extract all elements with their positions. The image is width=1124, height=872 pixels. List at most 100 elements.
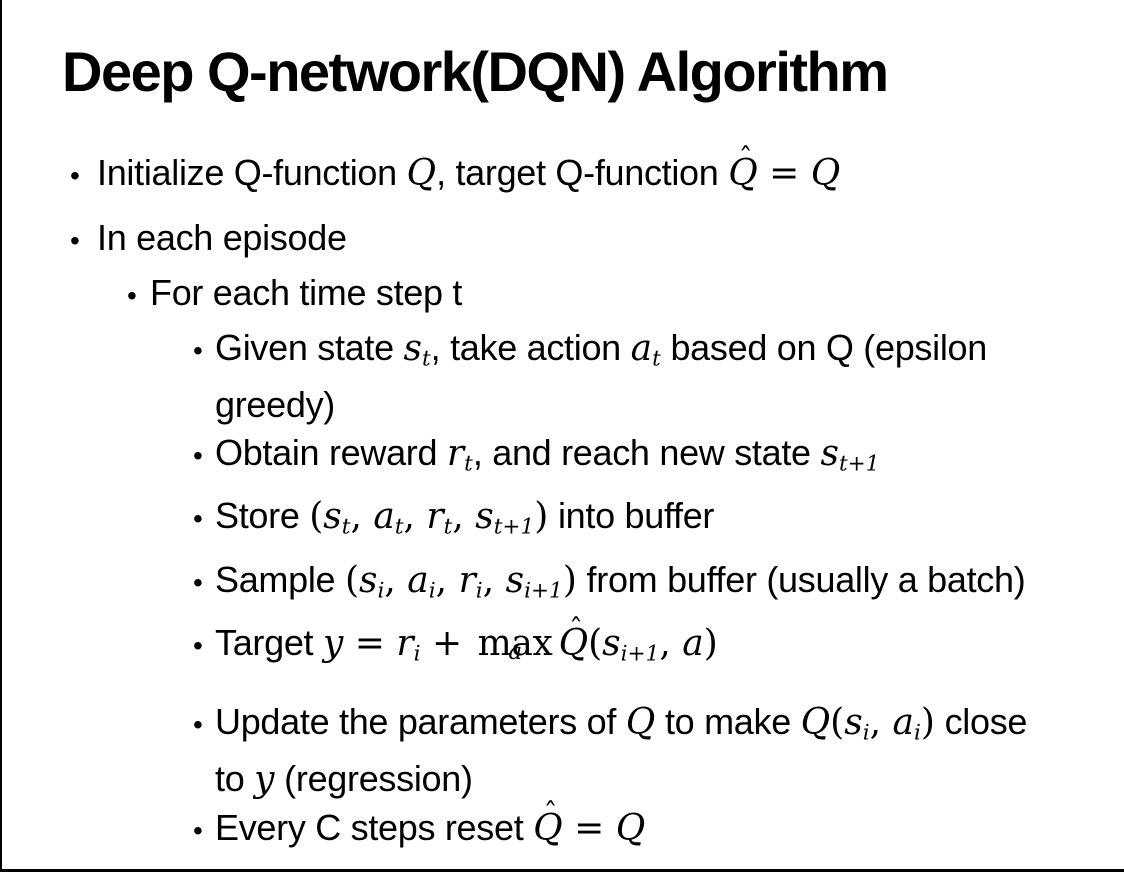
- bullet-row: to y (regression): [0, 758, 1120, 801]
- math-token: ,: [482, 559, 506, 601]
- text-run: to make: [655, 701, 801, 743]
- math-token: ,: [403, 496, 427, 538]
- bullet-row: •Store (st, at, rt, st+1) into buffer: [0, 495, 1120, 549]
- bullet-row: • In each episode: [0, 217, 1120, 262]
- math-token: a: [682, 623, 704, 665]
- math-token: Q: [800, 702, 831, 744]
- slide-left-border: [0, 0, 2, 872]
- text-run: Update the parameters of: [215, 701, 626, 743]
- math-token: t+1: [838, 451, 880, 477]
- text-run: from buffer (usually a batch): [576, 558, 1026, 600]
- math-token: t: [341, 514, 351, 540]
- text-run: Initialize Q-function: [97, 152, 407, 193]
- math-var: Q: [728, 153, 758, 194]
- text-run: Store: [215, 495, 310, 537]
- bullet-marker: •: [193, 335, 203, 366]
- bullet-row: • For each time step t: [0, 272, 1120, 317]
- math-token: a: [373, 496, 395, 538]
- math-token: ,: [350, 496, 374, 538]
- math-token: =: [562, 807, 616, 849]
- math-token: ,: [659, 623, 683, 665]
- math-token: =: [343, 623, 397, 665]
- math-token: s: [475, 496, 494, 538]
- math-token: y: [322, 623, 344, 665]
- math-token: (: [344, 559, 360, 601]
- bullet-marker: •: [193, 503, 203, 535]
- bullet-row: •Sample (si, ai, ri, si+1) from buffer (…: [0, 559, 1120, 613]
- math-token: s: [359, 559, 378, 601]
- math-var: Q: [533, 807, 563, 849]
- bullet-marker: •: [127, 280, 137, 311]
- math-token: ,: [452, 496, 476, 538]
- bullet-row: •Update the parameters of Q to make Q(si…: [0, 701, 1120, 755]
- math-token: t: [394, 514, 404, 540]
- math-token: r: [446, 432, 465, 474]
- math-token: ): [562, 559, 577, 601]
- hat-accent: ˆ: [569, 612, 583, 646]
- math-token: (: [588, 623, 603, 665]
- math-token: a: [630, 328, 653, 369]
- bullet-marker: •: [193, 709, 203, 741]
- bullet-marker: •: [70, 225, 80, 256]
- math-token: r: [396, 623, 414, 665]
- math-underscript: a: [508, 638, 522, 665]
- text-run: (regression): [274, 757, 473, 799]
- text-run: greedy): [215, 383, 335, 425]
- math-operator: max: [477, 623, 553, 665]
- math-token: =: [757, 153, 811, 194]
- math-token: ,: [869, 702, 893, 744]
- text-run: Target: [215, 622, 323, 664]
- bullet-marker: •: [70, 160, 80, 191]
- math-token: i+1: [524, 578, 563, 604]
- math-token: t: [464, 451, 473, 477]
- text-run: Given state: [215, 327, 404, 368]
- bullet-marker: •: [193, 630, 203, 662]
- math-token: s: [323, 496, 342, 538]
- math-token: t: [652, 346, 661, 372]
- math-token: Q: [406, 153, 437, 194]
- math-token: r: [458, 559, 476, 601]
- bullet-list: •Initialize Q-function Q, target Q-funct…: [0, 145, 1120, 862]
- math-token: s: [403, 328, 422, 369]
- math-token: y: [254, 758, 275, 800]
- math-token: s: [602, 623, 621, 665]
- math-token: i: [413, 642, 421, 668]
- math-token: Q: [615, 807, 646, 849]
- math-token: ): [920, 702, 935, 744]
- math-token: Q: [810, 153, 841, 194]
- math-token: s: [844, 702, 863, 744]
- math-token: ): [703, 623, 718, 665]
- math-token: i: [862, 720, 870, 746]
- hat-accent: ˆ: [543, 796, 558, 830]
- math-token: s: [820, 432, 839, 474]
- math-token: i+1: [620, 642, 660, 668]
- math-token: i: [913, 720, 921, 746]
- slide-bottom-border: [0, 869, 1124, 872]
- math-token: ,: [384, 559, 408, 601]
- math-token: i: [475, 578, 483, 604]
- math-token: i: [377, 578, 385, 604]
- text-run: For each time step t: [150, 272, 463, 313]
- text-run: into buffer: [548, 495, 715, 537]
- math-token: +: [420, 623, 474, 665]
- bullet-row: greedy): [0, 384, 1120, 426]
- math-token: a: [892, 702, 914, 744]
- math-token: s: [505, 559, 525, 601]
- text-run: based on Q (epsilon: [660, 327, 987, 368]
- math-token: ,: [435, 559, 459, 601]
- math-token: (: [830, 702, 845, 744]
- bullet-row: •Given state st, take action at based on…: [0, 327, 1120, 381]
- text-run: to: [215, 757, 255, 799]
- bullet-row: •Initialize Q-function Q, target Q-funct…: [0, 145, 1120, 197]
- bullet-row: •Obtain reward rt, and reach new state s…: [0, 432, 1120, 486]
- slide-title: Deep Q-network(DQN) Algorithm: [62, 40, 889, 103]
- math-token: (: [309, 496, 324, 538]
- text-run: In each episode: [97, 217, 347, 258]
- text-run: , and reach new state: [472, 431, 821, 473]
